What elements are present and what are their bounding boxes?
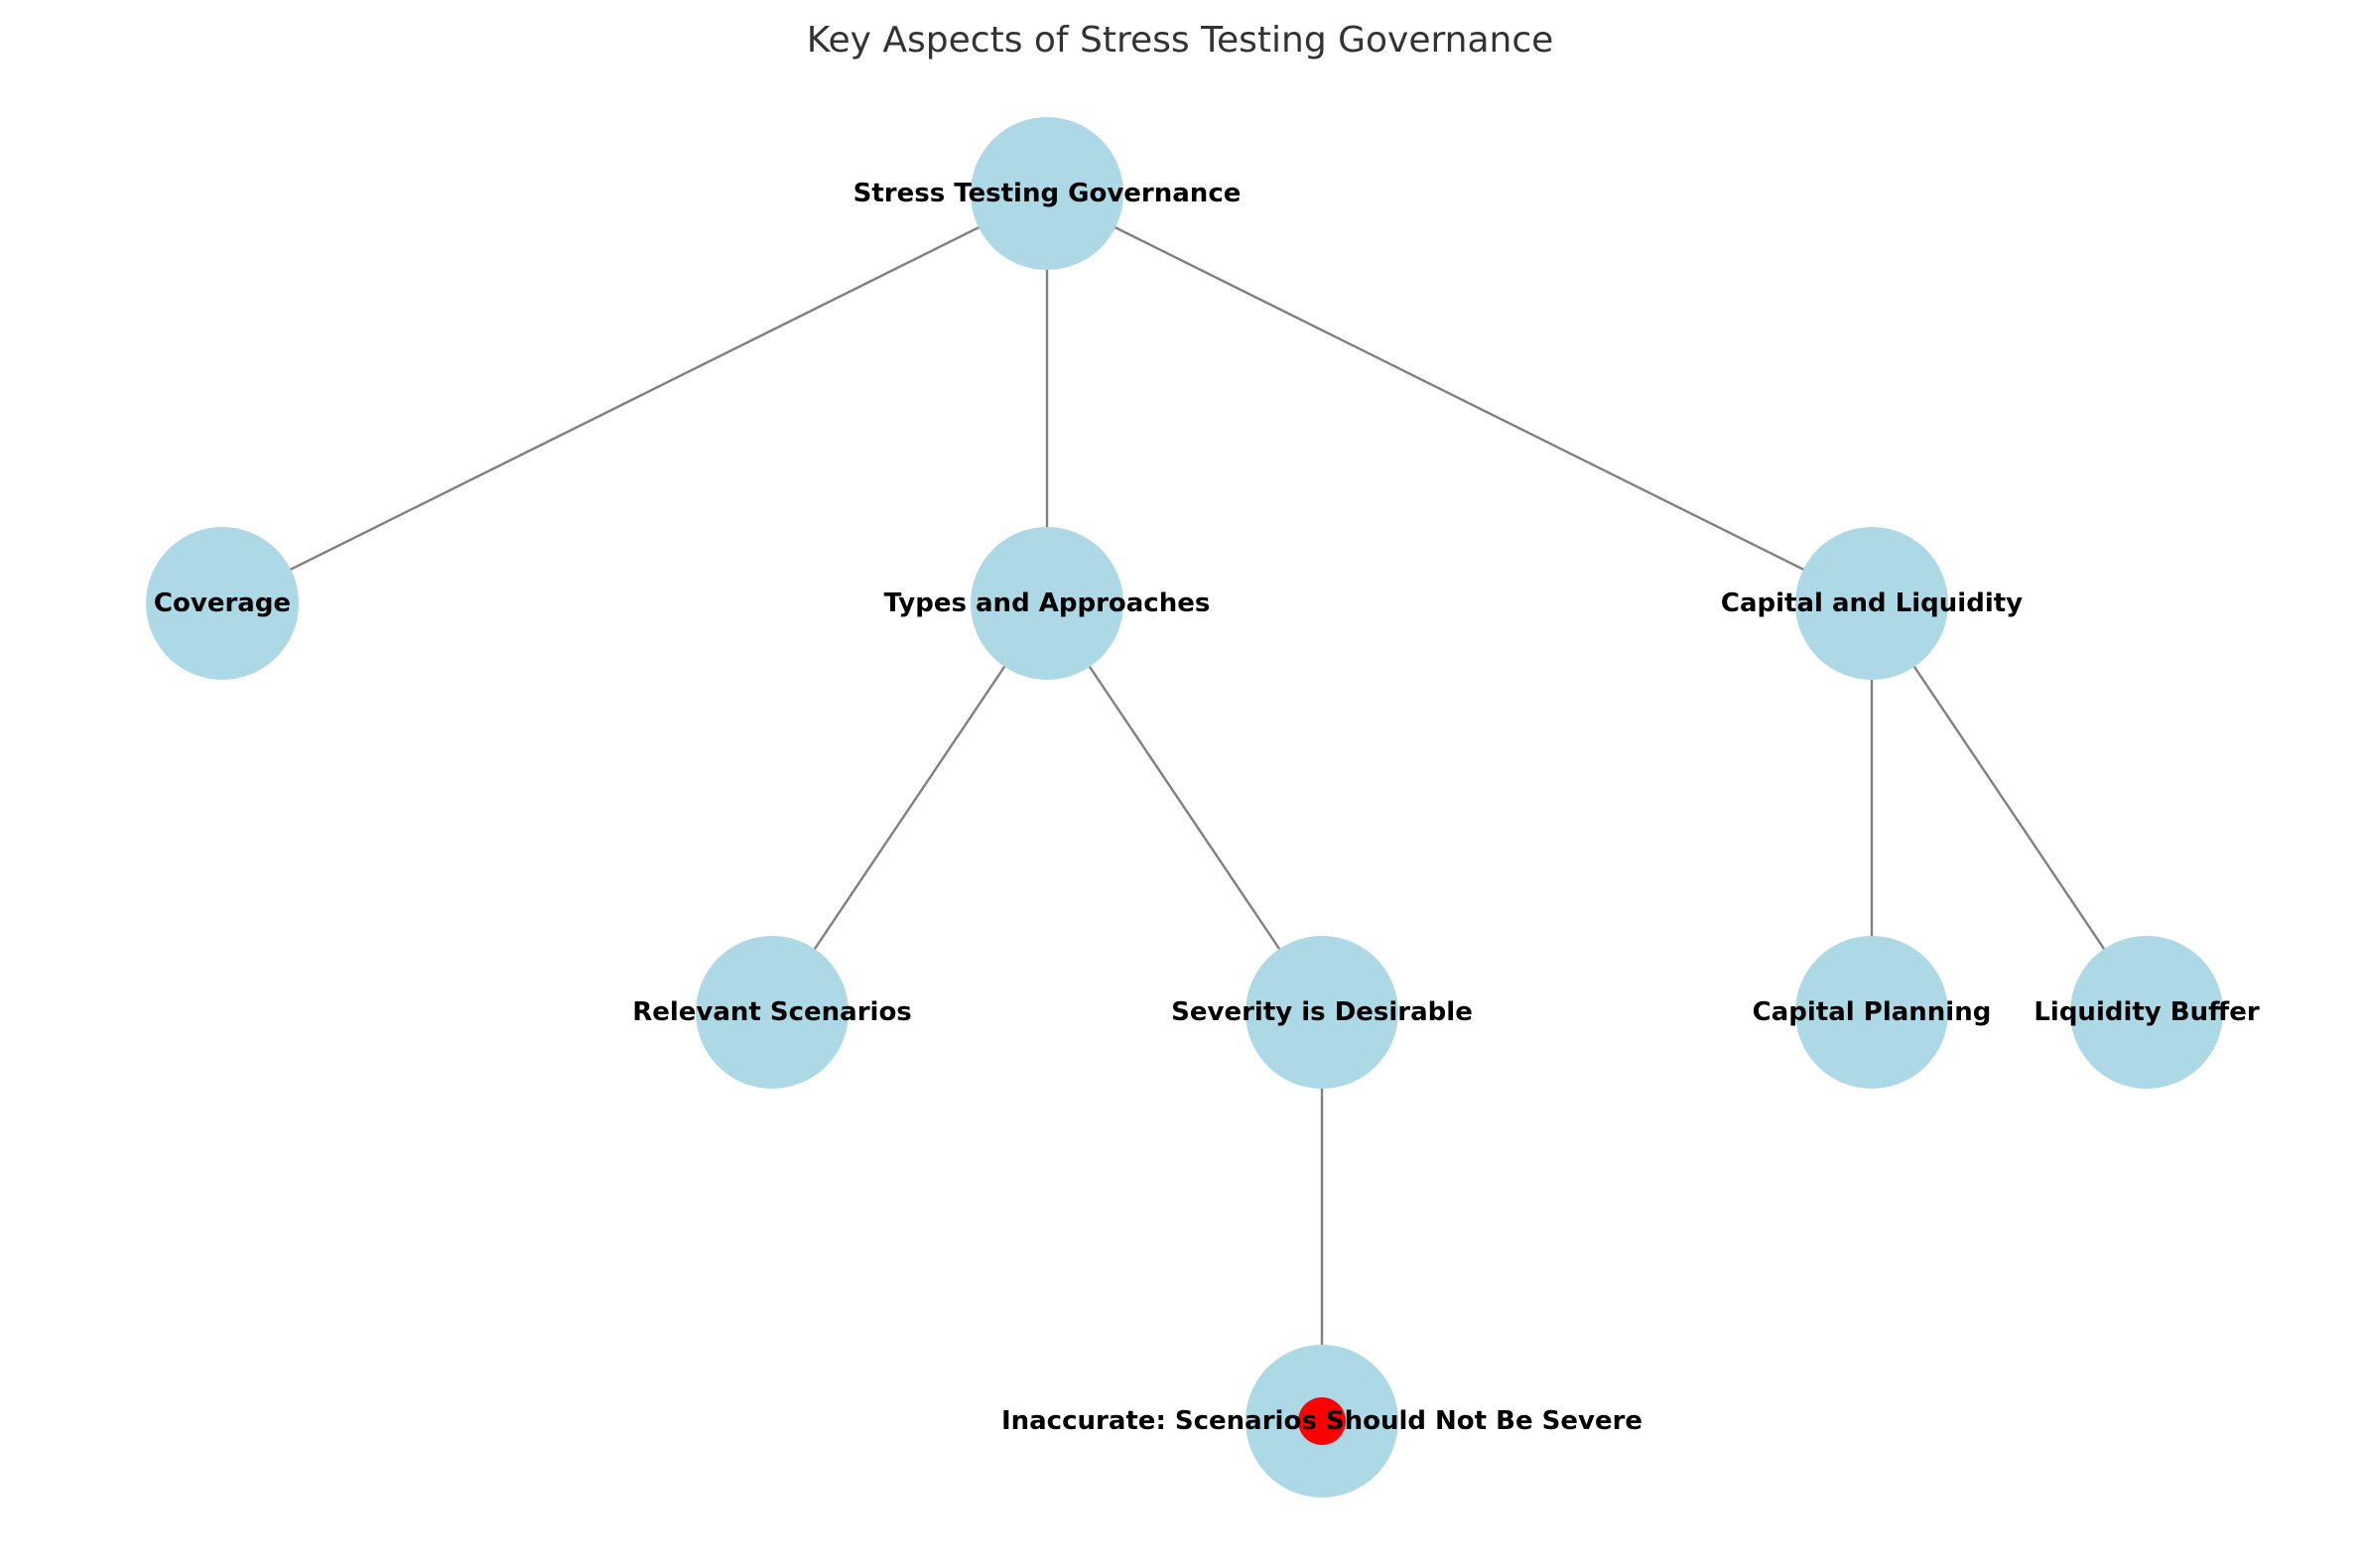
node-label-severity: Severity is Desirable <box>1171 997 1473 1027</box>
node-label-inaccurate: Inaccurate: Scenarios Should Not Be Seve… <box>1001 1406 1642 1436</box>
node-relevant <box>696 936 849 1089</box>
node-label-liqbuf: Liquidity Buffer <box>2033 997 2259 1027</box>
node-severity <box>1246 936 1398 1089</box>
node-label-root: Stress Testing Governance <box>853 179 1242 208</box>
node-label-coverage: Coverage <box>154 588 291 618</box>
edge-types-severity <box>1046 602 1323 1013</box>
node-capliq <box>1795 527 1948 680</box>
node-label-capliq: Capital and Liquidity <box>1721 588 2023 618</box>
edge-root-coverage <box>221 192 1048 605</box>
highlight-marker-inaccurate <box>1298 1397 1346 1445</box>
edge-root-capliq <box>1046 192 1873 605</box>
edges-layer <box>221 192 2148 1421</box>
node-capplan <box>1795 936 1948 1089</box>
node-label-types: Types and Approaches <box>884 588 1211 618</box>
node-liqbuf <box>2070 936 2223 1089</box>
edge-capliq-liqbuf <box>1871 602 2148 1013</box>
node-label-relevant: Relevant Scenarios <box>632 997 912 1027</box>
edge-types-relevant <box>771 602 1048 1013</box>
node-coverage <box>146 527 299 680</box>
node-root <box>971 117 1123 270</box>
node-types <box>971 527 1123 680</box>
nodes-layer <box>146 117 2223 1498</box>
node-label-capplan: Capital Planning <box>1753 997 1992 1027</box>
diagram-title: Key Aspects of Stress Testing Governance <box>807 20 1554 61</box>
